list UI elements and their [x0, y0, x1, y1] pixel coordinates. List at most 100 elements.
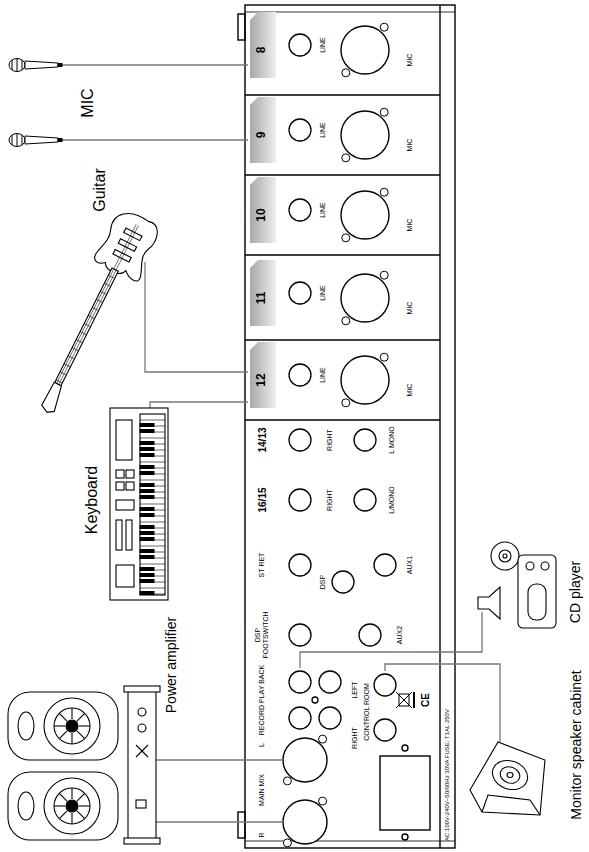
circle-shape — [526, 562, 534, 570]
line-shape — [245, 419, 440, 420]
polyline-shape — [145, 262, 248, 372]
fret — [104, 283, 110, 286]
line-shape — [245, 841, 455, 842]
label: R — [258, 832, 266, 837]
cone-rib — [71, 788, 72, 799]
cone-rib — [71, 708, 72, 719]
label: 9 — [255, 132, 268, 139]
label: RIGHT — [351, 727, 359, 749]
label: DSP — [319, 575, 327, 589]
guitar-drawing — [23, 206, 165, 422]
screw — [283, 839, 291, 847]
fret — [68, 356, 74, 359]
channel-tab — [250, 12, 276, 78]
black-key — [140, 574, 154, 577]
ellipse-shape — [507, 773, 513, 778]
jack-socket — [289, 707, 311, 729]
black-key — [140, 484, 154, 487]
label: ST RET — [258, 553, 266, 578]
xlr-socket — [341, 111, 389, 159]
polyline-shape — [156, 759, 283, 760]
woofer — [44, 698, 100, 754]
screw — [283, 777, 291, 785]
rect-shape — [128, 690, 156, 840]
jack-socket — [359, 624, 381, 646]
black-key — [140, 472, 154, 475]
rect-shape — [126, 520, 132, 550]
keyboard-drawing — [110, 408, 168, 600]
black-key — [140, 490, 154, 493]
cone-rib — [71, 733, 72, 744]
rect-shape — [58, 139, 62, 142]
line-shape — [439, 5, 440, 848]
polyline-shape — [300, 612, 482, 668]
jack-socket — [289, 554, 311, 576]
jack-socket — [374, 674, 396, 696]
jack-socket — [289, 199, 311, 221]
circle-shape — [503, 554, 507, 558]
line-shape — [245, 174, 440, 175]
screw — [380, 108, 388, 116]
rect-shape — [126, 482, 134, 490]
tweeter — [18, 792, 34, 820]
fret — [84, 324, 90, 327]
fret — [108, 275, 114, 278]
white-key — [140, 564, 165, 565]
jack-socket — [374, 554, 396, 576]
label: 16/15 — [257, 487, 268, 512]
rect-shape — [528, 584, 546, 620]
rect-shape — [124, 228, 142, 241]
cone-rib — [59, 713, 67, 721]
rect-shape — [116, 565, 134, 587]
cabinet — [8, 692, 118, 760]
channel-tab — [250, 260, 276, 326]
channel-tab — [250, 342, 276, 408]
rect-shape — [136, 800, 146, 808]
jack-socket — [374, 719, 396, 741]
circle-shape — [138, 724, 146, 732]
black-key — [140, 496, 154, 499]
cone-rib — [59, 731, 67, 739]
jack-socket — [289, 282, 311, 304]
screw — [380, 188, 388, 196]
loudspeaker — [8, 692, 118, 760]
ellipse-shape — [488, 756, 531, 795]
power-amplifier-drawing — [124, 686, 160, 844]
line-shape — [12, 60, 13, 70]
label: DSP FOOTSWITCH — [254, 610, 269, 660]
line-shape — [22, 60, 23, 70]
label: MIC — [406, 139, 414, 152]
label: AUX1 — [406, 556, 414, 574]
cabinet — [8, 772, 118, 840]
line-shape — [396, 692, 412, 708]
label: Power amplifier — [164, 617, 179, 713]
xlr-socket — [341, 26, 389, 74]
black-key — [140, 514, 154, 517]
cone-rib — [59, 793, 67, 801]
circle-shape — [402, 745, 408, 751]
jack-socket — [354, 489, 376, 511]
label: CONTROL ROOM — [363, 683, 371, 741]
woofer — [44, 778, 100, 834]
label: LINE — [319, 37, 327, 53]
label: MIC — [79, 88, 97, 117]
jack-socket — [289, 119, 311, 141]
black-key — [140, 442, 154, 445]
white-key — [140, 522, 165, 523]
line-shape — [136, 745, 148, 757]
jacks — [283, 23, 396, 847]
label: MIC — [406, 302, 414, 315]
rect-shape — [126, 470, 134, 478]
label: LEFT — [351, 681, 359, 698]
jack-socket — [289, 364, 311, 386]
fret — [96, 299, 102, 302]
jack-socket — [332, 571, 354, 593]
line-shape — [136, 745, 148, 757]
label: LINE — [319, 202, 327, 218]
jack-socket — [289, 34, 311, 56]
fret — [100, 291, 106, 294]
cone-rib — [71, 813, 72, 824]
white-key — [140, 480, 165, 481]
black-key — [140, 454, 154, 457]
label: AC:100V-240V~50/60Hz 30VA FUSE: T1AL 250… — [444, 709, 451, 841]
